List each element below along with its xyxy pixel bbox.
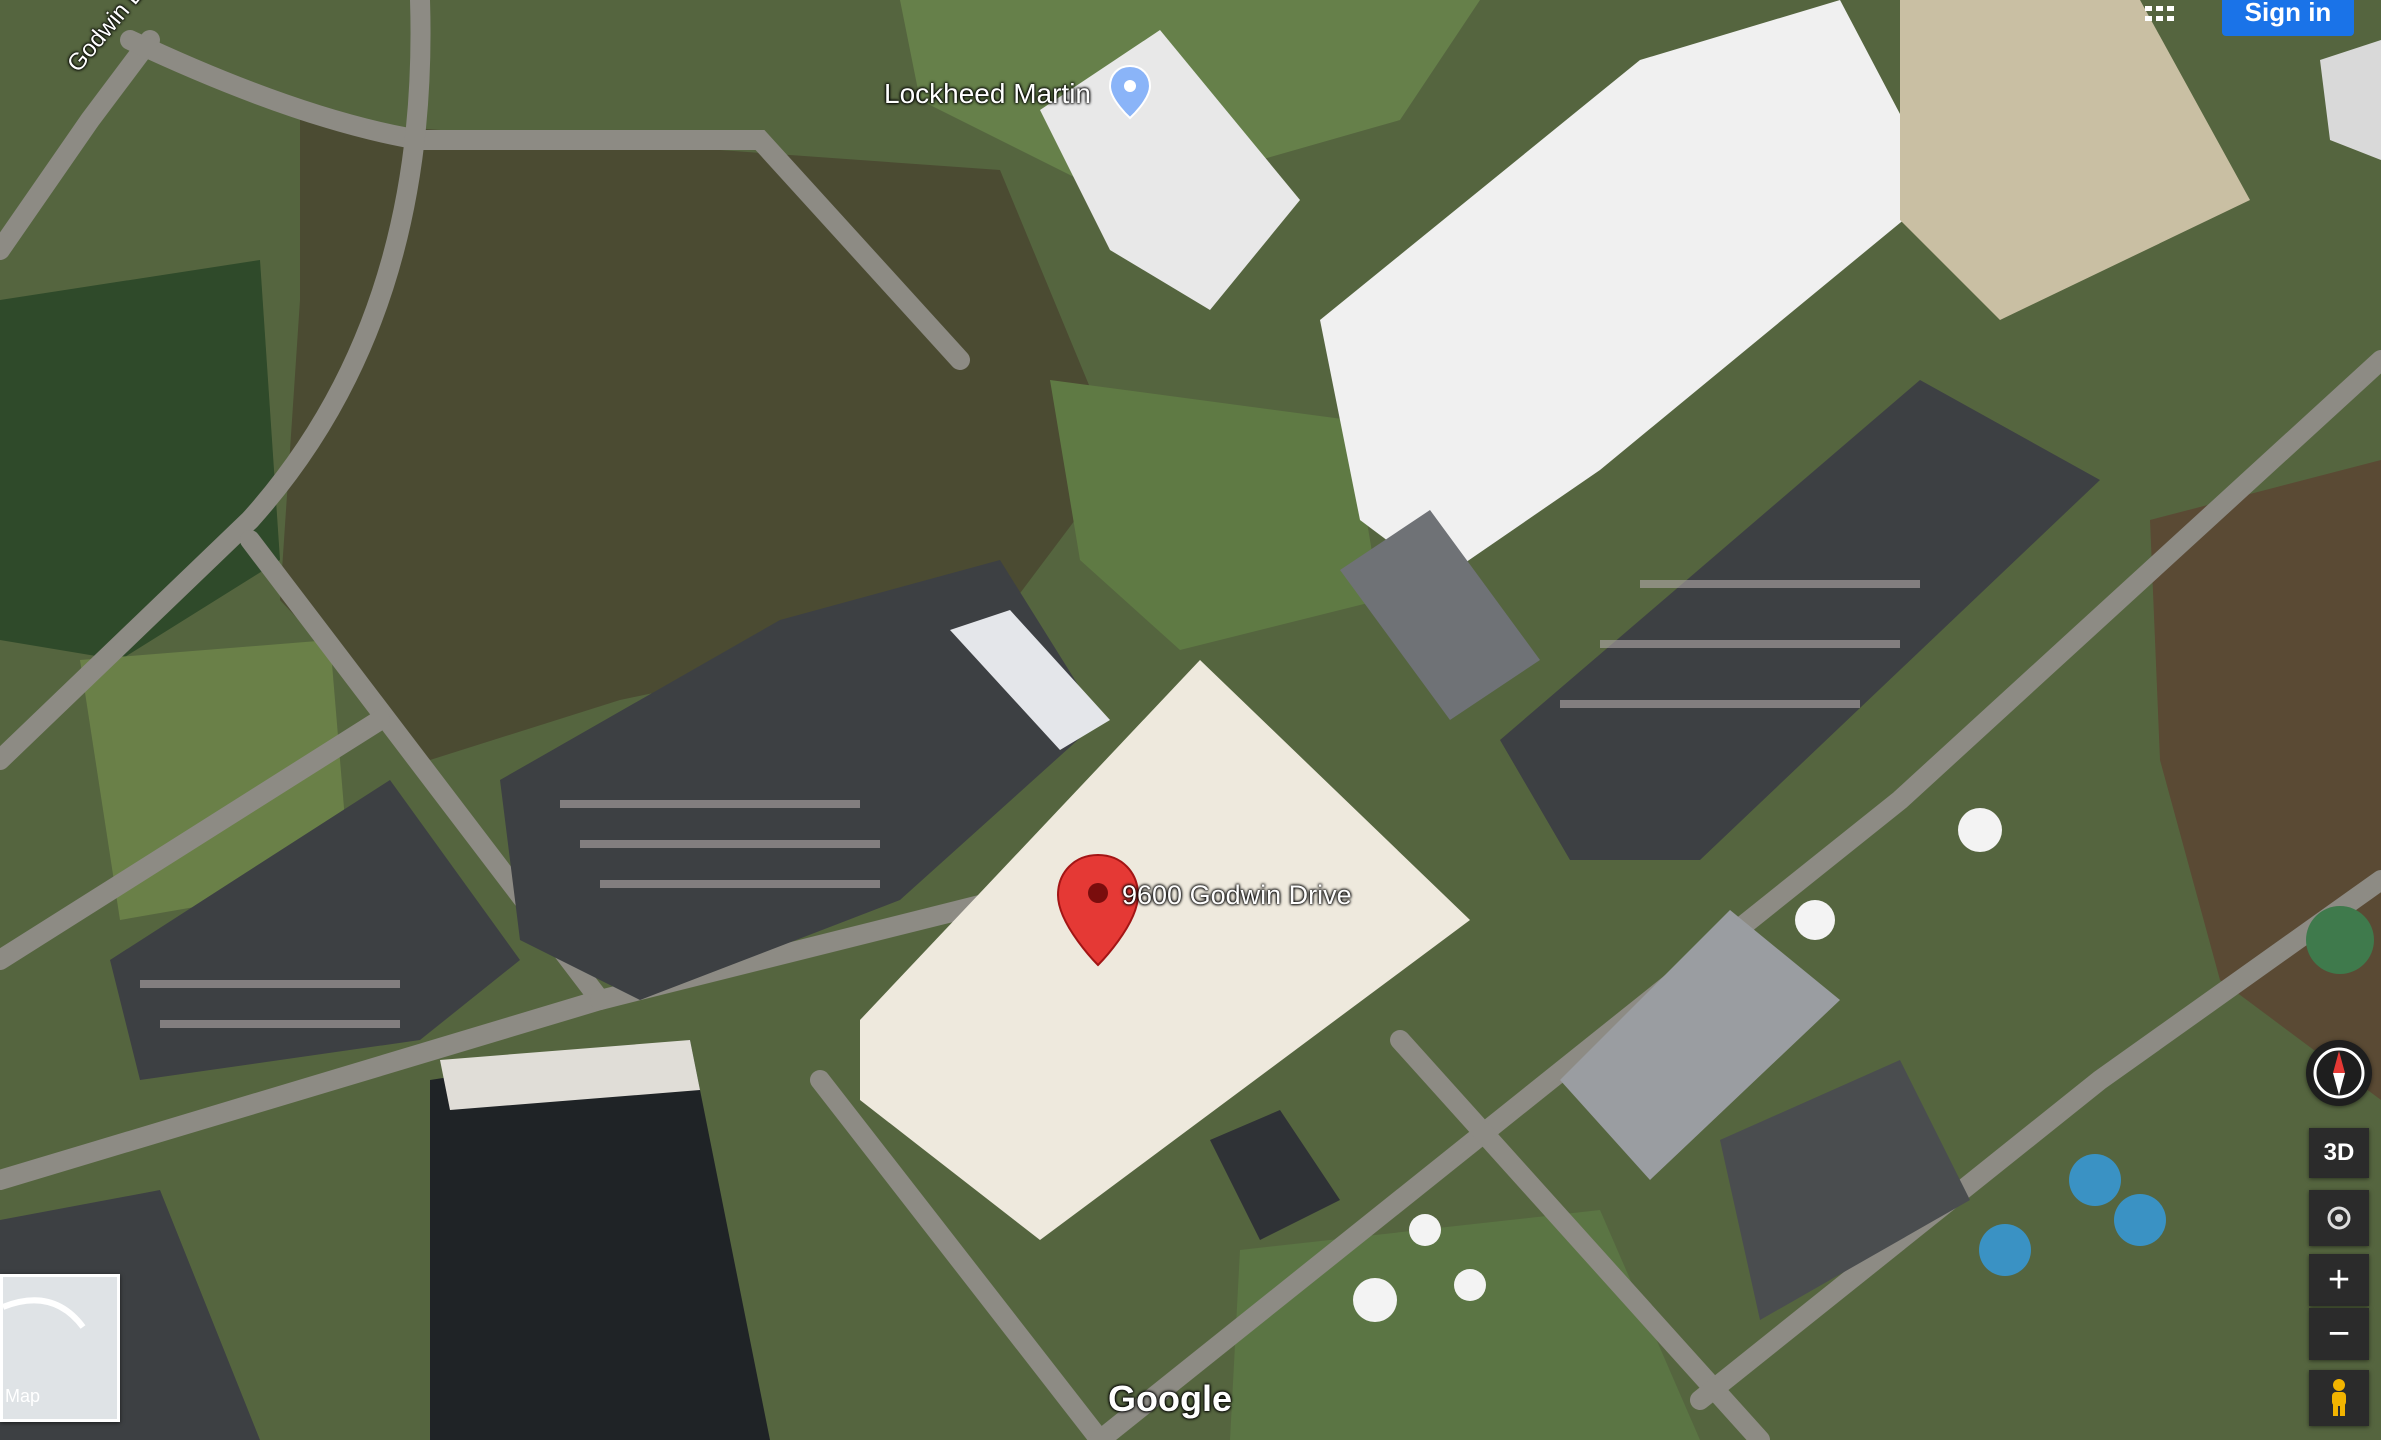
map-thumbnail-icon: [3, 1297, 86, 1329]
apps-button[interactable]: [2135, 0, 2185, 30]
zoom-in-button[interactable]: +: [2309, 1254, 2369, 1306]
address-label[interactable]: 9600 Godwin Drive: [1122, 880, 1352, 910]
poi-label-lockheed[interactable]: Lockheed Martin: [884, 78, 1092, 109]
zoom-out-button[interactable]: −: [2309, 1308, 2369, 1360]
grid-icon: [2145, 6, 2174, 21]
sign-in-button[interactable]: Sign in: [2222, 0, 2354, 36]
tilt-3d-button[interactable]: 3D: [2309, 1128, 2369, 1178]
map-view-toggle[interactable]: Map: [0, 1274, 120, 1422]
my-location-button[interactable]: [2309, 1190, 2369, 1246]
compass-icon: [2313, 1047, 2365, 1099]
compass-control[interactable]: [2306, 1040, 2372, 1106]
my-location-icon: [2327, 1206, 2351, 1230]
pegman-button[interactable]: [2309, 1370, 2369, 1426]
map-view-label: Map: [5, 1386, 41, 1406]
google-logo: Google: [1108, 1378, 1232, 1419]
pegman-icon: [2332, 1379, 2346, 1416]
poi-pin-icon[interactable]: [1108, 64, 1152, 120]
location-pin-icon[interactable]: [1056, 853, 1140, 967]
